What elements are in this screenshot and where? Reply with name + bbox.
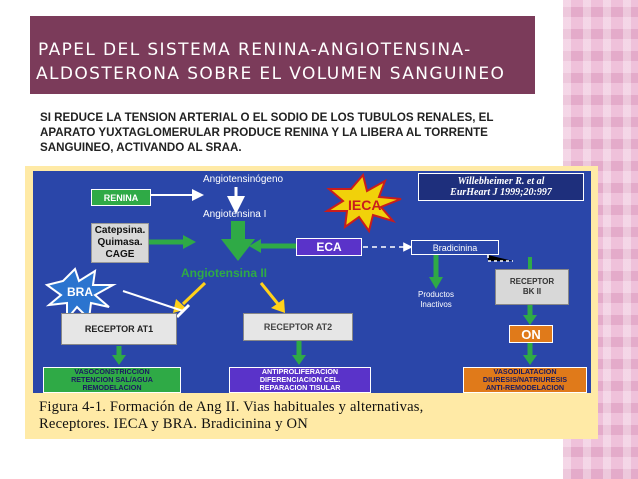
bra-starburst — [44, 267, 117, 322]
citation-box: Willebheimer R. et al EurHeart J 1999;20… — [418, 173, 584, 201]
intro-line-2: APARATO YUXTAGLOMERULAR PRODUCE RENINA Y… — [40, 126, 488, 139]
ieca-label: IECA — [348, 197, 382, 213]
citation-line-2: EurHeart J 1999;20:997 — [450, 187, 552, 198]
on-box: ON — [509, 325, 553, 343]
enzyme-quimasa: Quimasa. — [97, 237, 143, 248]
eca-box: ECA — [296, 238, 362, 256]
effects-at2-box: ANTIPROLIFERACION DIFERENCIACION CEL. RE… — [229, 367, 371, 393]
caption-line-1: Figura 4-1. Formación de Ang II. Vias ha… — [39, 399, 424, 415]
intro-line-3: SANGUINEO, ACTIVANDO AL SRAA. — [40, 141, 242, 154]
enzyme-cage: CAGE — [105, 249, 135, 260]
angiotensina-ii-label: Angiotensina II — [181, 266, 268, 280]
diagram-arrows — [44, 172, 537, 365]
citation-line-1: Willebheimer R. et al — [457, 176, 545, 187]
bradicinina-box: Bradicinina — [411, 240, 499, 255]
renina-box: RENINA — [91, 189, 151, 206]
receptor-at1-box: RECEPTOR AT1 — [61, 313, 177, 345]
caption-line-2: Receptores. IECA y BRA. Bradicinina y ON — [39, 416, 309, 432]
angiotensina-i-label: Angiotensina I — [203, 209, 267, 220]
intro-line-1: SI REDUCE LA TENSION ARTERIAL O EL SODIO… — [40, 111, 494, 124]
angio-ii-green-arrow — [221, 221, 255, 261]
raas-diagram: Angiotensinógeno RENINA Angiotensina I I… — [33, 171, 591, 393]
intro-paragraph: SI REDUCE LA TENSION ARTERIAL O EL SODIO… — [40, 110, 550, 155]
eca-arrow — [249, 239, 261, 253]
slide-title: PAPEL DEL SISTEMA RENINA-ANGIOTENSINA- A… — [36, 38, 533, 86]
ieca-starburst — [323, 172, 402, 234]
enzymes-box: Catepsina. Quimasa. CAGE — [91, 223, 149, 263]
enzyme-catepsina: Catepsina. — [94, 225, 146, 236]
figure-raas: Angiotensinógeno RENINA Angiotensina I I… — [25, 166, 598, 439]
effects-bk-box: VASODILATACION DIURESIS/NATRIURESIS ANTI… — [463, 367, 587, 393]
title-line-2: ALDOSTERONA SOBRE EL VOLUMEN SANGUINEO — [36, 64, 506, 84]
title-banner: PAPEL DEL SISTEMA RENINA-ANGIOTENSINA- A… — [30, 16, 535, 94]
bra-label: BRA — [67, 285, 93, 299]
receptor-bk-box: RECEPTOR BK II — [495, 269, 569, 305]
title-line-1: PAPEL DEL SISTEMA RENINA-ANGIOTENSINA- — [38, 40, 472, 60]
angiotensinogeno-label: Angiotensinógeno — [203, 174, 284, 185]
receptor-at2-box: RECEPTOR AT2 — [243, 313, 353, 341]
figure-caption: Figura 4-1. Formación de Ang II. Vias ha… — [39, 399, 599, 433]
productos-inactivos-label: Productos Inactivos — [417, 290, 455, 309]
effects-at1-box: VASOCONSTRICCION RETENCION SAL/AGUA REMO… — [43, 367, 181, 393]
